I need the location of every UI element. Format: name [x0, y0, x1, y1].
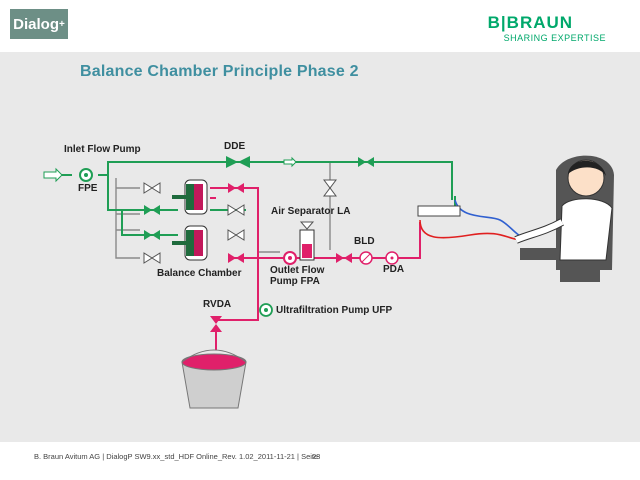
- dialog-logo-sup: +: [59, 18, 65, 30]
- valve-grey-3-icon: [227, 204, 245, 216]
- page-title: Balance Chamber Principle Phase 2: [80, 63, 359, 80]
- valve-green-2-icon: [144, 230, 160, 240]
- fresh-dialysate-lines: [48, 161, 456, 236]
- valve-green-1-icon: [144, 205, 160, 215]
- footer-text: B. Braun Avitum AG | DialogP SW9.xx_std_…: [34, 452, 319, 461]
- valve-pink-2-icon: [228, 253, 244, 263]
- waste-bucket-icon: [181, 349, 247, 409]
- venous-blood-line: [454, 199, 526, 239]
- fpe-label: FPE: [78, 183, 98, 194]
- valve-grey-4-icon: [227, 229, 245, 241]
- dde-label: DDE: [224, 141, 246, 152]
- dialyzer: [417, 205, 461, 217]
- page-number: 23: [312, 452, 321, 461]
- uf-pump-icon: [259, 303, 273, 317]
- pda-sensor-icon: [385, 251, 399, 265]
- valve-pink-bld-icon: [336, 253, 352, 263]
- balance-chamber-2: [172, 225, 208, 261]
- bld-label: BLD: [354, 236, 375, 247]
- dialog-logo-text: Dialog: [13, 15, 59, 33]
- arterial-blood-line: [419, 219, 521, 241]
- air-separator-icon: [299, 221, 315, 261]
- uf-pump-label: Ultrafiltration Pump UFP: [276, 305, 393, 316]
- bld-sensor-icon: [359, 251, 373, 265]
- dialog-logo: Dialog+: [10, 9, 68, 39]
- bbraun-logo: B|BRAUN SHARING EXPERTISE: [488, 13, 606, 43]
- diagram-stage: [0, 52, 640, 442]
- flow-arrow-icons: [43, 156, 297, 183]
- pda-label: PDA: [383, 264, 405, 275]
- outlet-flow-pump-icon: [283, 251, 297, 265]
- rvda-label: RVDA: [203, 299, 232, 310]
- valve-grey-vertical-icon: [323, 179, 337, 197]
- header: Dialog+ B|BRAUN SHARING EXPERTISE: [0, 0, 640, 50]
- valve-rvda-icon: [210, 316, 222, 332]
- inlet-flow-pump-icon: [79, 168, 93, 182]
- brand-name: B|BRAUN: [487, 13, 574, 32]
- patient-icon: [514, 155, 614, 282]
- balance-chamber-label: Balance Chamber: [157, 268, 242, 279]
- balance-chamber-1: [172, 179, 208, 215]
- valve-dde-icon: [226, 156, 250, 168]
- air-separator-label: Air Separator LA: [271, 206, 351, 217]
- brand-tagline: SHARING EXPERTISE: [503, 33, 606, 43]
- outlet-flow-pump-label: Outlet Flow Pump FPA: [270, 265, 325, 287]
- valve-grey-1-icon: [143, 182, 161, 194]
- inlet-flow-pump-label: Inlet Flow Pump: [64, 144, 141, 155]
- valve-grey-2-icon: [143, 252, 161, 264]
- valve-pink-1-icon: [228, 183, 244, 193]
- valve-green-right-icon: [358, 157, 374, 167]
